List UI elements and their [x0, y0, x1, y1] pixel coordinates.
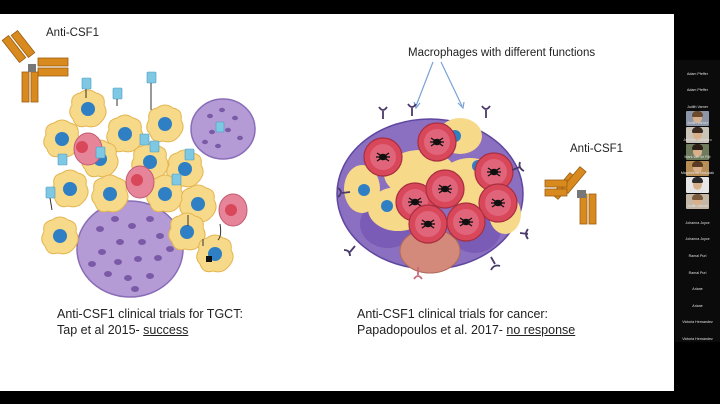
- participant-tile[interactable]: Mark van de Rijt: [675, 143, 720, 160]
- participant-hair: [692, 160, 703, 167]
- participant-hair: [692, 143, 703, 150]
- left-caption-line2: Tap et al 2015- success: [57, 323, 188, 338]
- participant-hair: [692, 127, 703, 134]
- presentation-slide: Anti-CSF1 Macrophages with different fun…: [0, 14, 674, 391]
- left-caption-line1: Anti-CSF1 clinical trials for TGCT:: [57, 307, 243, 321]
- participant-name: Judith Varner: [686, 204, 709, 209]
- left-antibody-label: Anti-CSF1: [46, 27, 100, 39]
- participant-name: Johanna Joyce: [685, 220, 710, 225]
- left-caption-result: success: [143, 323, 189, 337]
- participant-name: Magdalena Matusiak: [680, 171, 715, 176]
- participant-name: Johanna Joyce: [685, 237, 710, 242]
- left-caption-citation: Tap et al 2015-: [57, 323, 144, 337]
- participant-hair: [692, 177, 703, 184]
- left-giant-cell-bottom: [76, 200, 184, 298]
- right-antibody-label: Anti-CSF1: [570, 143, 624, 155]
- participant-face: [693, 112, 702, 124]
- right-caption-result: no response: [506, 323, 576, 337]
- left-stems: [49, 83, 222, 246]
- participant-name: Adam Pfeffer: [687, 71, 708, 76]
- participant-name: Ramal Puri: [688, 270, 707, 275]
- participant-name: Victoria Hernandez: [682, 320, 713, 325]
- tumor-receptors: [337, 103, 529, 280]
- right-caption-citation: Papadopoulos et al. 2017-: [357, 323, 507, 337]
- right-antibody-icon: [544, 166, 597, 225]
- participant-tile[interactable]: Ariane: [675, 276, 720, 293]
- right-caption-line1: Anti-CSF1 clinical trials for cancer:: [357, 307, 549, 321]
- participant-hair: [692, 193, 703, 200]
- left-antibody-icon: [1, 29, 69, 103]
- bottom-bar: [0, 391, 720, 404]
- participant-name: Jennifer Guerrero: [683, 137, 712, 142]
- left-red-cells: [73, 132, 248, 227]
- participant-face: [693, 162, 702, 174]
- participant-name: Tyler Miller: [688, 187, 707, 192]
- participant-tile[interactable]: Adam Pfeffer: [675, 77, 720, 94]
- right-caption-line2: Papadopoulos et al. 2017- no response: [357, 323, 575, 338]
- macrophages-label: Macrophages with different functions: [408, 47, 596, 59]
- participant-name: Mark van de Rijt: [684, 154, 711, 159]
- participant-tile[interactable]: Victoria Hernandez: [675, 325, 720, 342]
- participant-face: [693, 179, 702, 190]
- participant-hair: [692, 110, 703, 117]
- macrophage-pointer-arrows: [413, 61, 465, 110]
- participant-face: [693, 145, 702, 157]
- participant-tile[interactable]: Victoria Hernandez: [675, 309, 720, 326]
- participant-tile[interactable]: Ramal Puri: [675, 259, 720, 276]
- participant-tile[interactable]: Jennifer Guerrero: [675, 126, 720, 143]
- participant-tile[interactable]: Ariane: [675, 292, 720, 309]
- participant-tile[interactable]: Adam Pfeffer: [675, 60, 720, 77]
- participant-tile[interactable]: Ramal Puri: [675, 242, 720, 259]
- left-giant-cell-top: [190, 98, 256, 160]
- participant-tile[interactable]: Johanna Joyce: [675, 226, 720, 243]
- top-bar: [0, 0, 720, 14]
- participant-tile[interactable]: Judith Varner: [675, 93, 720, 110]
- participant-face: [693, 129, 702, 140]
- participant-tile[interactable]: Johanna Joyce: [675, 209, 720, 226]
- participant-name: Adam Pfeffer: [687, 88, 708, 93]
- participant-face: [693, 195, 702, 207]
- participant-tile[interactable]: Judith Varner: [675, 193, 720, 210]
- participant-name: Ramal Puri: [688, 254, 707, 259]
- slide-illustration: [1, 29, 597, 298]
- left-black-marker: [206, 256, 212, 262]
- participant-name: Victoria Hernandez: [682, 336, 713, 341]
- participant-name: Ariane: [692, 287, 703, 292]
- participant-tile[interactable]: Judith Varner: [675, 110, 720, 127]
- participant-tile[interactable]: Magdalena Matusiak: [675, 160, 720, 177]
- participant-name: Judith Varner: [686, 104, 709, 109]
- participant-tile[interactable]: Tyler Miller: [675, 176, 720, 193]
- participant-name: Judith Varner: [686, 121, 709, 126]
- participant-name: Ariane: [692, 303, 703, 308]
